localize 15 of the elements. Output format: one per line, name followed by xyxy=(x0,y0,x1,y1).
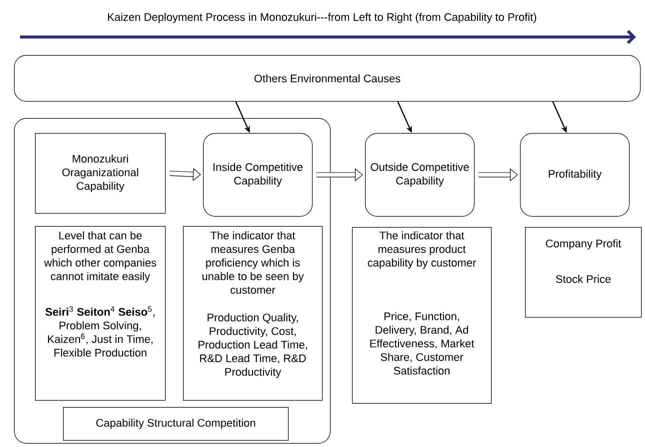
capability-box: Outside Competitive Capability xyxy=(365,133,475,217)
arrow xyxy=(169,168,201,181)
text-box: The indicator that measures product capability by customer Price, Function, Delivery, Brand, Ad Effectiveness, Market Share, Customer Satisfaction xyxy=(352,227,492,404)
text-box: The indicator that measures Genba proficiency which is unable to be seen by customer Production Quality, Productivity, Cost, Production Lead Time, R&D Lead Time, R&D Productivity xyxy=(183,226,323,401)
text-box: Level that can be performed at Genba which other companies cannot imitate easily Seiri$^{3}$ Seiton$^{4}$ Seiso$^{5}$, Problem Solving, Kaizen$^{6}$, Just in Time, Flexible Production xyxy=(35,226,166,401)
label-box: Capability Structural Competition xyxy=(63,407,289,441)
group-panel xyxy=(14,118,331,444)
cause-box: Others Environmental Causes xyxy=(14,55,641,102)
text-box: Company Profit Stock Price xyxy=(525,227,642,318)
capability-box: Profitability xyxy=(520,133,630,217)
title: Kaizen Deployment Process in Monozukuri---from Left to Right (from Capability to Profit) xyxy=(108,12,536,24)
capability-box: Monozukuri Oraganizational Capability xyxy=(35,133,166,214)
arrow xyxy=(316,168,363,182)
arrow xyxy=(478,168,518,182)
capability-box: Inside Competitive Capability xyxy=(203,133,313,217)
